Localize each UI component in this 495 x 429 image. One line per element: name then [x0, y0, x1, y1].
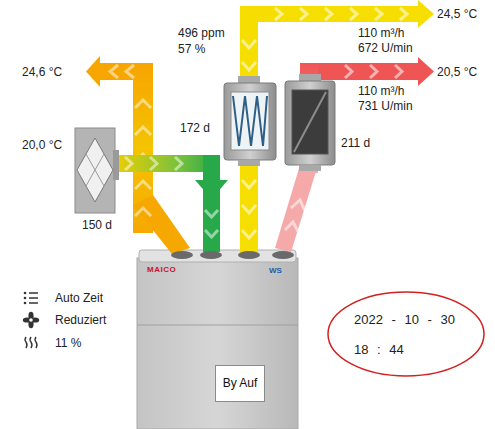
- value-label: 24,6 °C: [22, 65, 62, 79]
- value-label: 11 %: [55, 336, 81, 350]
- ellipse-outline: [326, 290, 486, 378]
- date-time-ellipse: 2022 - 10 - 30 18 : 44: [326, 290, 486, 378]
- date-text: 2022 - 10 - 30: [354, 312, 455, 328]
- time-text: 18 : 44: [354, 342, 404, 358]
- bypass-status: By Auf: [223, 376, 258, 390]
- value-label: 496 ppm: [178, 26, 225, 40]
- value-label: Auto Zeit: [55, 291, 103, 305]
- value-label: Reduziert: [55, 313, 106, 327]
- ventilation-unit: MAICO WS By Auf: [137, 253, 298, 429]
- value-label: 20,5 °C: [437, 65, 477, 79]
- value-label: 110 m³/h: [358, 84, 404, 98]
- bypass-status-box: By Auf: [215, 365, 265, 402]
- brand-logo: MAICO: [147, 265, 176, 275]
- value-label: 57 %: [178, 42, 205, 56]
- value-label: 20,0 °C: [22, 138, 62, 152]
- value-label: 110 m³/h: [358, 26, 404, 40]
- value-label: 150 d: [82, 218, 112, 232]
- value-label: 672 U/min: [358, 41, 413, 55]
- value-label: 211 d: [341, 136, 370, 150]
- model-badge: WS: [269, 266, 282, 276]
- value-label: 24,5 °C: [437, 7, 477, 21]
- value-label: 172 d: [180, 121, 210, 135]
- value-label: 731 U/min: [358, 99, 413, 113]
